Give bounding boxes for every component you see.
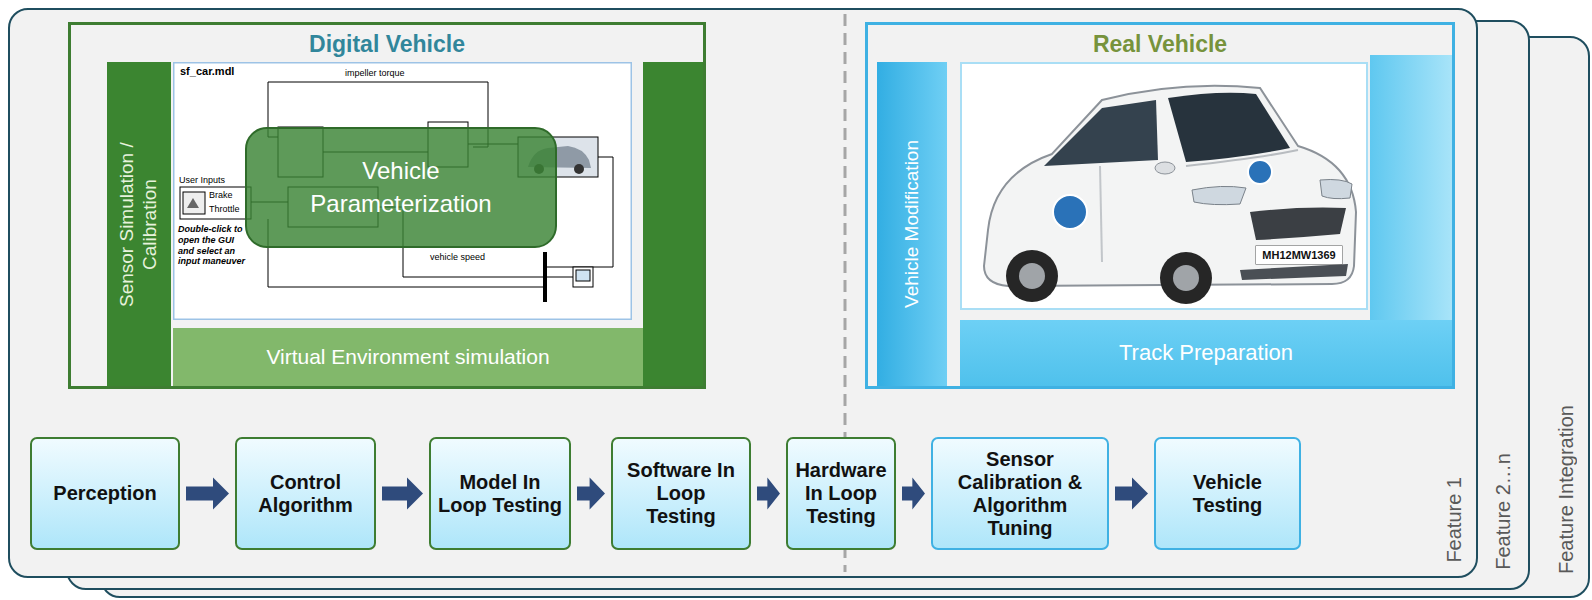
flow-arrow bbox=[1115, 478, 1148, 510]
box-label: Model In Loop Testing bbox=[437, 471, 563, 517]
model-label: impeller torque bbox=[345, 68, 405, 79]
headlight bbox=[1192, 186, 1246, 204]
process-box: Sensor Calibration & Algorithm Tuning bbox=[931, 437, 1109, 550]
door-line bbox=[1100, 166, 1102, 262]
panel-label: Feature 2…n bbox=[1492, 453, 1515, 570]
model-label: sf_car.mdl bbox=[180, 65, 234, 78]
car-window bbox=[1044, 100, 1158, 166]
model-label: User Inputs bbox=[179, 175, 225, 186]
user-input-block bbox=[180, 187, 251, 219]
scope-screen bbox=[576, 270, 590, 281]
group-title: Digital Vehicle bbox=[71, 31, 703, 58]
car-icon-wheel bbox=[574, 164, 584, 174]
box-label: Vehicle Parameterization bbox=[286, 155, 516, 220]
box-label: Software In Loop Testing bbox=[619, 459, 743, 528]
scope-block bbox=[573, 267, 593, 287]
vehicle-photo bbox=[960, 62, 1368, 310]
feature-panel: Feature 1 Digital VehicleSen bbox=[8, 8, 1478, 578]
mux-bar bbox=[543, 252, 547, 302]
number-plate bbox=[1256, 246, 1342, 264]
panel-label: Feature 1 bbox=[1443, 477, 1466, 563]
car-grille bbox=[1250, 208, 1346, 241]
bottom-band: Track Preparation bbox=[960, 320, 1452, 386]
box-label: Sensor Calibration & Algorithm Tuning bbox=[939, 448, 1101, 540]
flow-arrow bbox=[186, 478, 229, 510]
box-label: Hardware In Loop Testing bbox=[794, 459, 888, 528]
side-bar: Vehicle Modification bbox=[877, 62, 947, 386]
bar-label: Sensor Simulation / Calibration bbox=[116, 122, 162, 327]
side-bar-fill bbox=[643, 62, 703, 386]
box-label: Control Algorithm bbox=[243, 471, 368, 517]
screenshot-frame bbox=[174, 63, 632, 320]
air-intake bbox=[1240, 264, 1348, 280]
model-label: vehicle speed bbox=[430, 252, 485, 263]
headlight bbox=[1320, 180, 1352, 199]
bar-label: Vehicle Modification bbox=[901, 140, 924, 308]
car-windshield bbox=[1168, 93, 1290, 162]
process-box: Control Algorithm bbox=[235, 437, 376, 550]
signal-wire bbox=[547, 277, 573, 278]
flow-arrow bbox=[902, 478, 925, 510]
box-label: Vehicle Testing bbox=[1162, 471, 1293, 517]
panel-label: Feature Integration bbox=[1555, 405, 1578, 574]
overlay-box: Vehicle Parameterization bbox=[245, 127, 557, 248]
gui-icon bbox=[183, 192, 205, 214]
band-label: Virtual Environment simulation bbox=[266, 345, 549, 369]
group-title: Real Vehicle bbox=[868, 31, 1452, 58]
photo-frame bbox=[961, 63, 1367, 309]
gui-icon-mark bbox=[187, 198, 199, 208]
flow-arrow bbox=[757, 478, 780, 510]
hood-line bbox=[1186, 150, 1298, 166]
model-label: Double-click to open the GUI and select … bbox=[178, 224, 250, 267]
flow-arrow bbox=[382, 478, 423, 510]
wheel-hub bbox=[1019, 263, 1045, 289]
hood-logo bbox=[1248, 160, 1272, 184]
side-bar bbox=[643, 62, 703, 386]
box-label: Perception bbox=[53, 482, 156, 505]
car-mirror bbox=[1155, 162, 1175, 174]
car-wheel bbox=[1006, 250, 1058, 302]
side-bar: Sensor Simulation / Calibration bbox=[107, 62, 171, 386]
bottom-band: Virtual Environment simulation bbox=[173, 328, 643, 386]
model-label: Brake bbox=[209, 190, 233, 201]
process-box: Vehicle Testing bbox=[1154, 437, 1301, 550]
process-box: Model In Loop Testing bbox=[429, 437, 571, 550]
car-wheel bbox=[1160, 252, 1212, 304]
process-box: Hardware In Loop Testing bbox=[786, 437, 896, 550]
door-logo bbox=[1053, 195, 1087, 229]
vehicle-group: Digital VehicleSensor Simulation / Calib… bbox=[68, 22, 706, 389]
plate-number: MH12MW1369 bbox=[1256, 246, 1342, 264]
wheel-hub bbox=[1173, 265, 1199, 291]
band-label: Track Preparation bbox=[1119, 340, 1293, 366]
process-box: Perception bbox=[30, 437, 180, 550]
flow-arrow bbox=[577, 478, 605, 510]
process-box: Software In Loop Testing bbox=[611, 437, 751, 550]
model-label: Throttle bbox=[209, 204, 240, 215]
vehicle-group: Real VehicleVehicle ModificationTrack Pr… bbox=[865, 22, 1455, 389]
